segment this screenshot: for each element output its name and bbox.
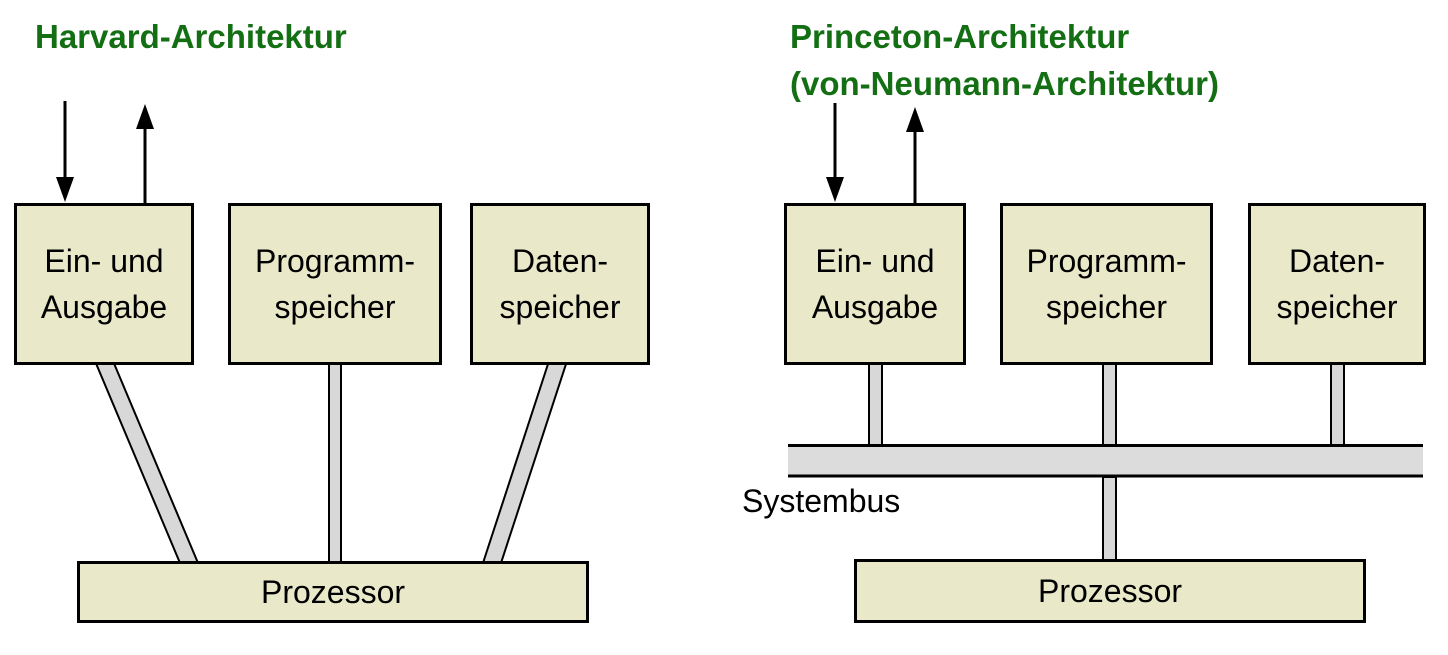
output-arrow-head-icon (136, 104, 154, 129)
princeton-bus-processor-connector (1102, 476, 1117, 562)
output-arrow-head-icon (906, 107, 924, 132)
harvard-title: Harvard-Architektur (35, 18, 347, 55)
harvard-program-processor-connector (328, 360, 342, 564)
princeton-title: Princeton-Architektur (von-Neumann-Archit… (790, 13, 1219, 107)
harvard-io-box: Ein- und Ausgabe (14, 203, 194, 365)
princeton-program-bus-connector (1102, 360, 1117, 448)
harvard-processor-box: Prozessor (77, 561, 589, 623)
system-bus-fill (788, 444, 1423, 477)
princeton-title-line2: (von-Neumann-Architektur) (790, 65, 1220, 102)
harvard-io-arrows (56, 101, 154, 204)
input-arrow-head-icon (826, 177, 844, 202)
princeton-title-line1: Princeton-Architektur (790, 18, 1130, 55)
input-arrow-head-icon (56, 177, 74, 202)
princeton-program-memory-box: Programm- speicher (1000, 203, 1213, 365)
system-bus-label: Systembus (742, 483, 901, 519)
harvard-io-processor-connector (93, 360, 200, 564)
system-bus-bar (788, 444, 1423, 478)
princeton-io-box: Ein- und Ausgabe (784, 203, 966, 365)
princeton-io-bus-connector (868, 360, 883, 448)
harvard-data-memory-box: Daten- speicher (470, 203, 650, 365)
princeton-data-bus-connector (1330, 360, 1345, 448)
harvard-program-memory-box: Programm- speicher (228, 203, 442, 365)
princeton-processor-box: Prozessor (854, 559, 1366, 623)
princeton-io-arrows (826, 103, 924, 204)
harvard-data-processor-connector (481, 360, 569, 564)
princeton-data-memory-box: Daten- speicher (1248, 203, 1426, 365)
